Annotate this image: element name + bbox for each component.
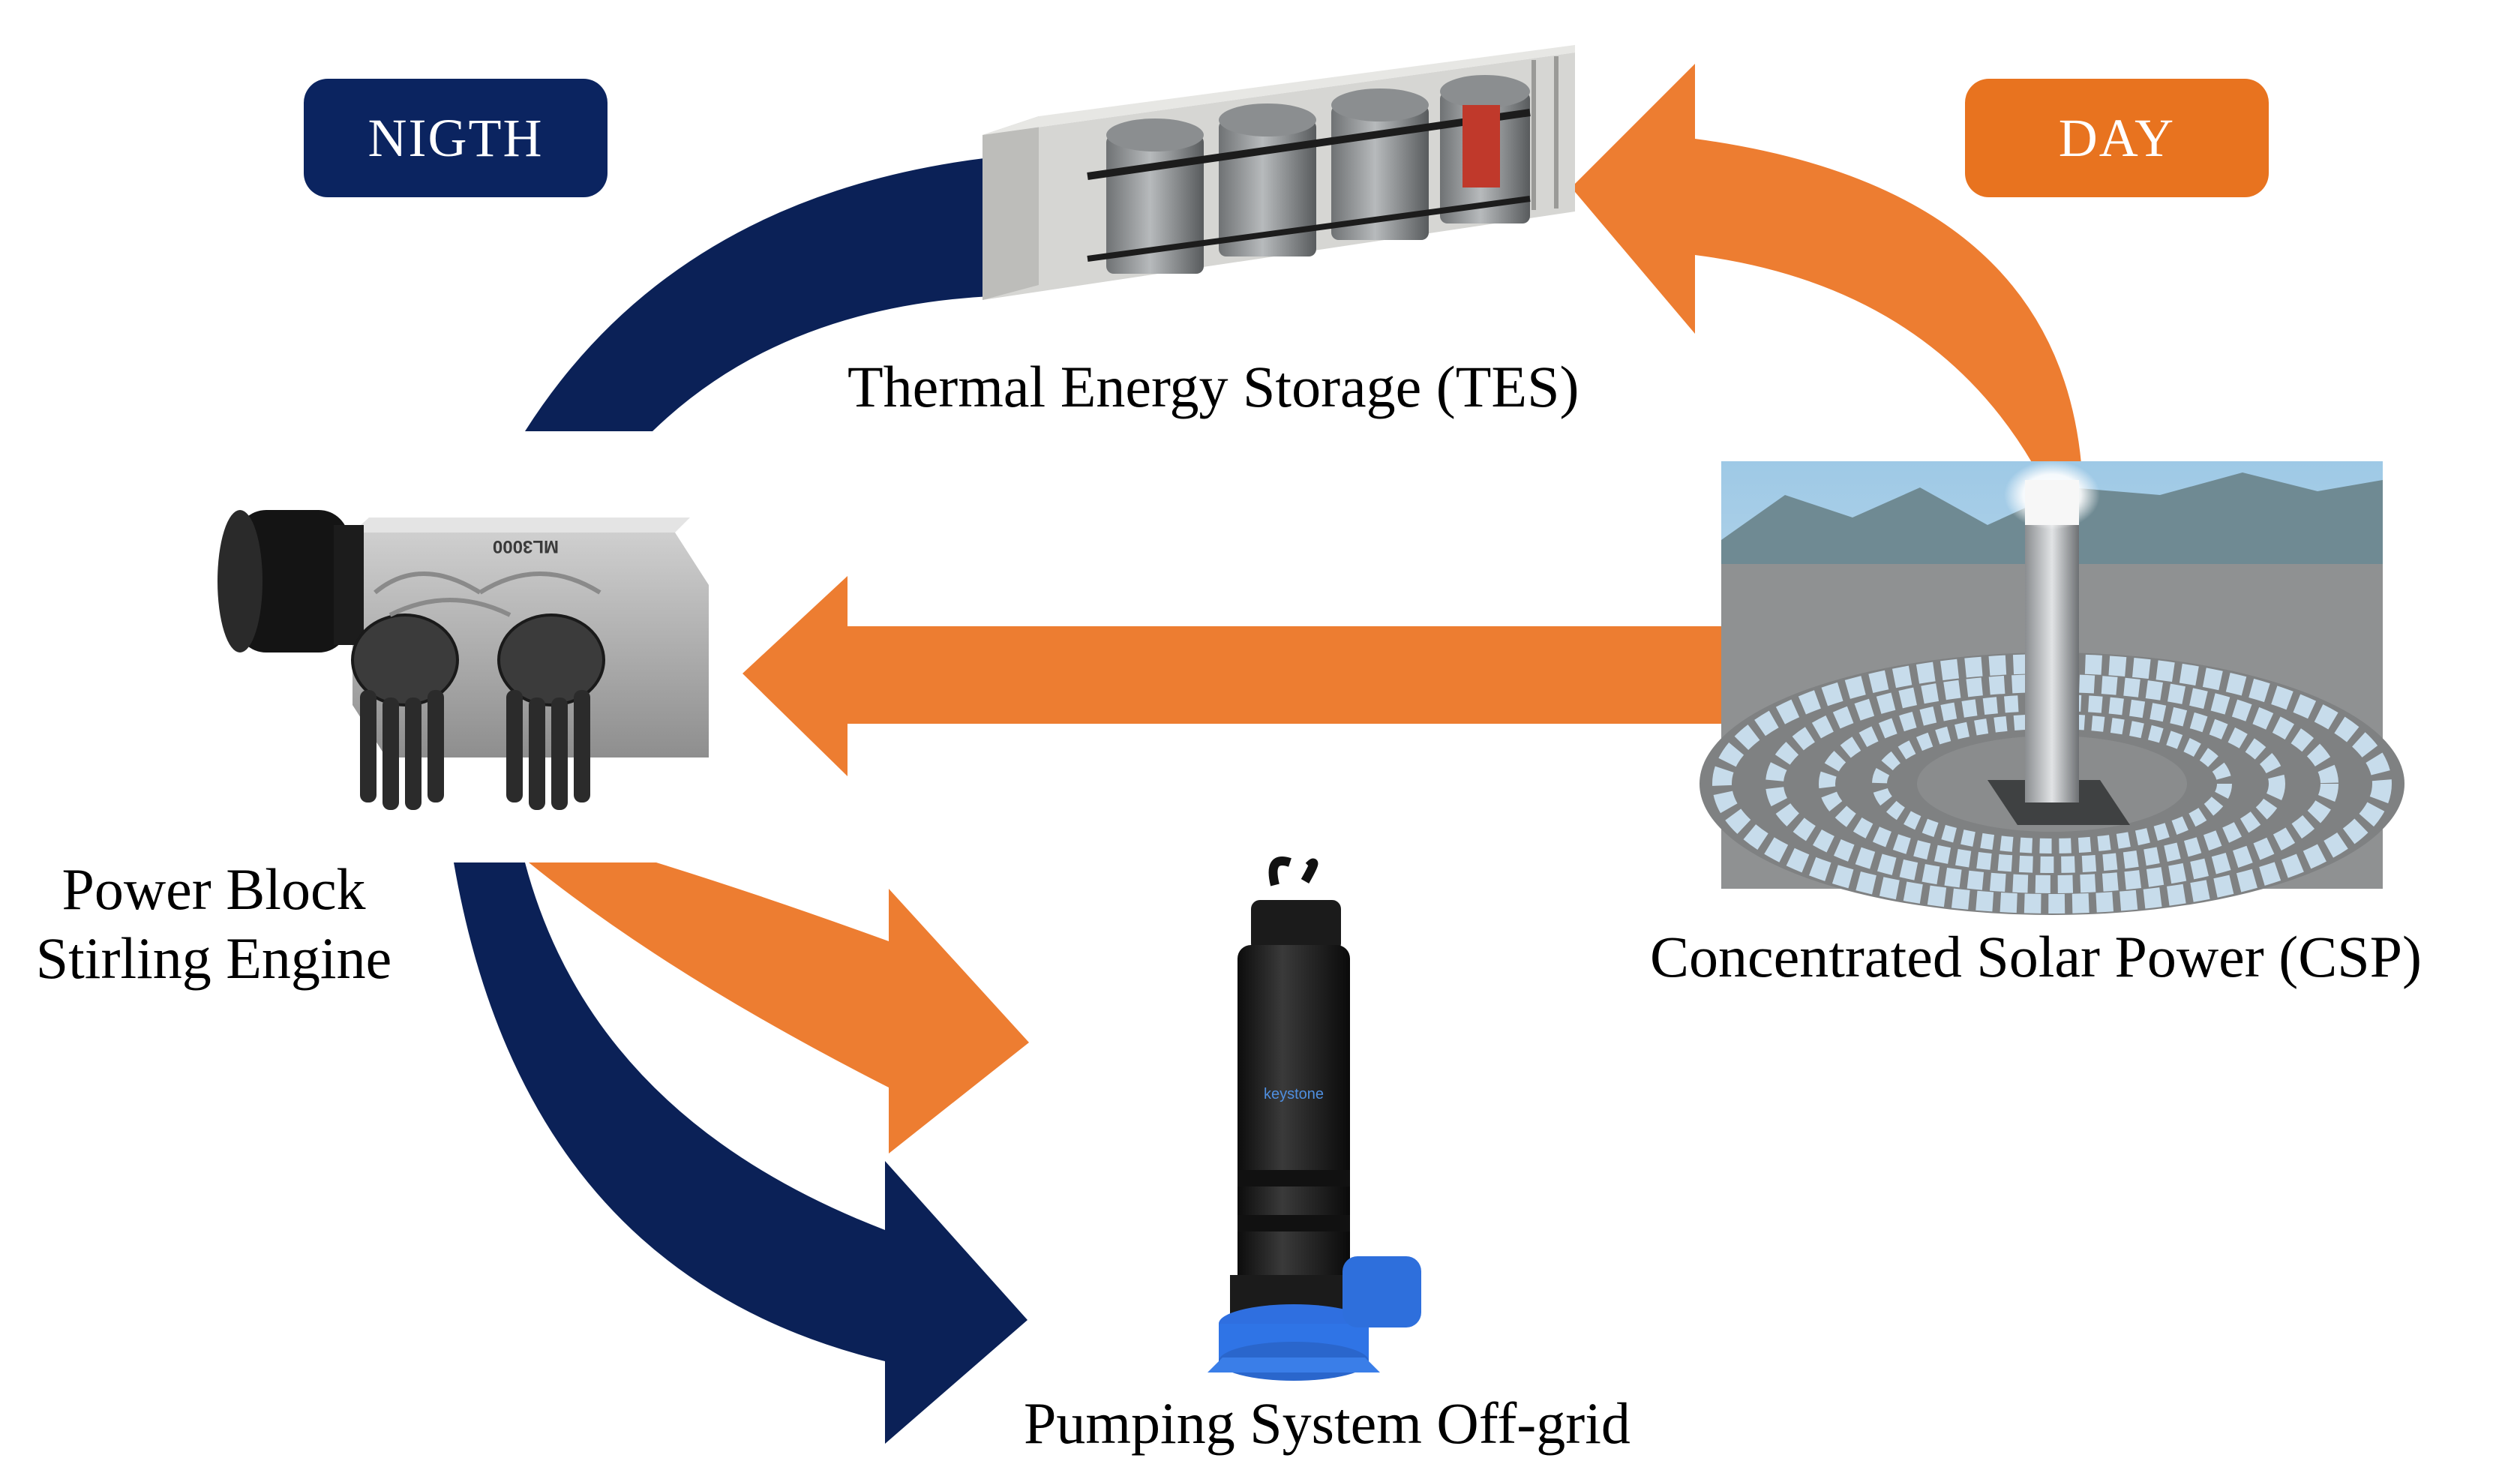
day-badge-label: DAY	[2058, 107, 2176, 168]
day-arrow-solar-to-engine	[742, 576, 1725, 776]
power-block-label-line1: Power Block	[62, 856, 366, 922]
night-arrow-engine-to-pump	[454, 862, 1028, 1444]
night-arc-storage-to-engine	[525, 158, 990, 431]
power-block-label: Power Block Stirling Engine	[15, 855, 412, 993]
night-badge: NIGTH	[304, 79, 608, 197]
night-badge-label: NIGTH	[368, 107, 544, 168]
solar-tower-field-image	[1700, 460, 2404, 915]
day-arc-solar-to-storage	[1571, 64, 2081, 464]
day-arrow-engine-to-pump	[529, 862, 1029, 1154]
pump-image	[1208, 856, 1421, 1381]
thermal-storage-container-image	[982, 45, 1575, 300]
tes-label: Thermal Energy Storage (TES)	[848, 354, 1580, 419]
power-block-label-line2: Stirling Engine	[35, 926, 392, 992]
day-badge: DAY	[1965, 79, 2269, 197]
pump-label: Pumping System Off-grid	[1024, 1390, 1630, 1456]
csp-label: Concentrated Solar Power (CSP)	[1650, 924, 2422, 989]
pump-brand-mark: keystone	[1264, 1086, 1324, 1102]
engine-model-mark: ML3000	[493, 536, 559, 556]
stirling-engine-image	[218, 510, 709, 810]
